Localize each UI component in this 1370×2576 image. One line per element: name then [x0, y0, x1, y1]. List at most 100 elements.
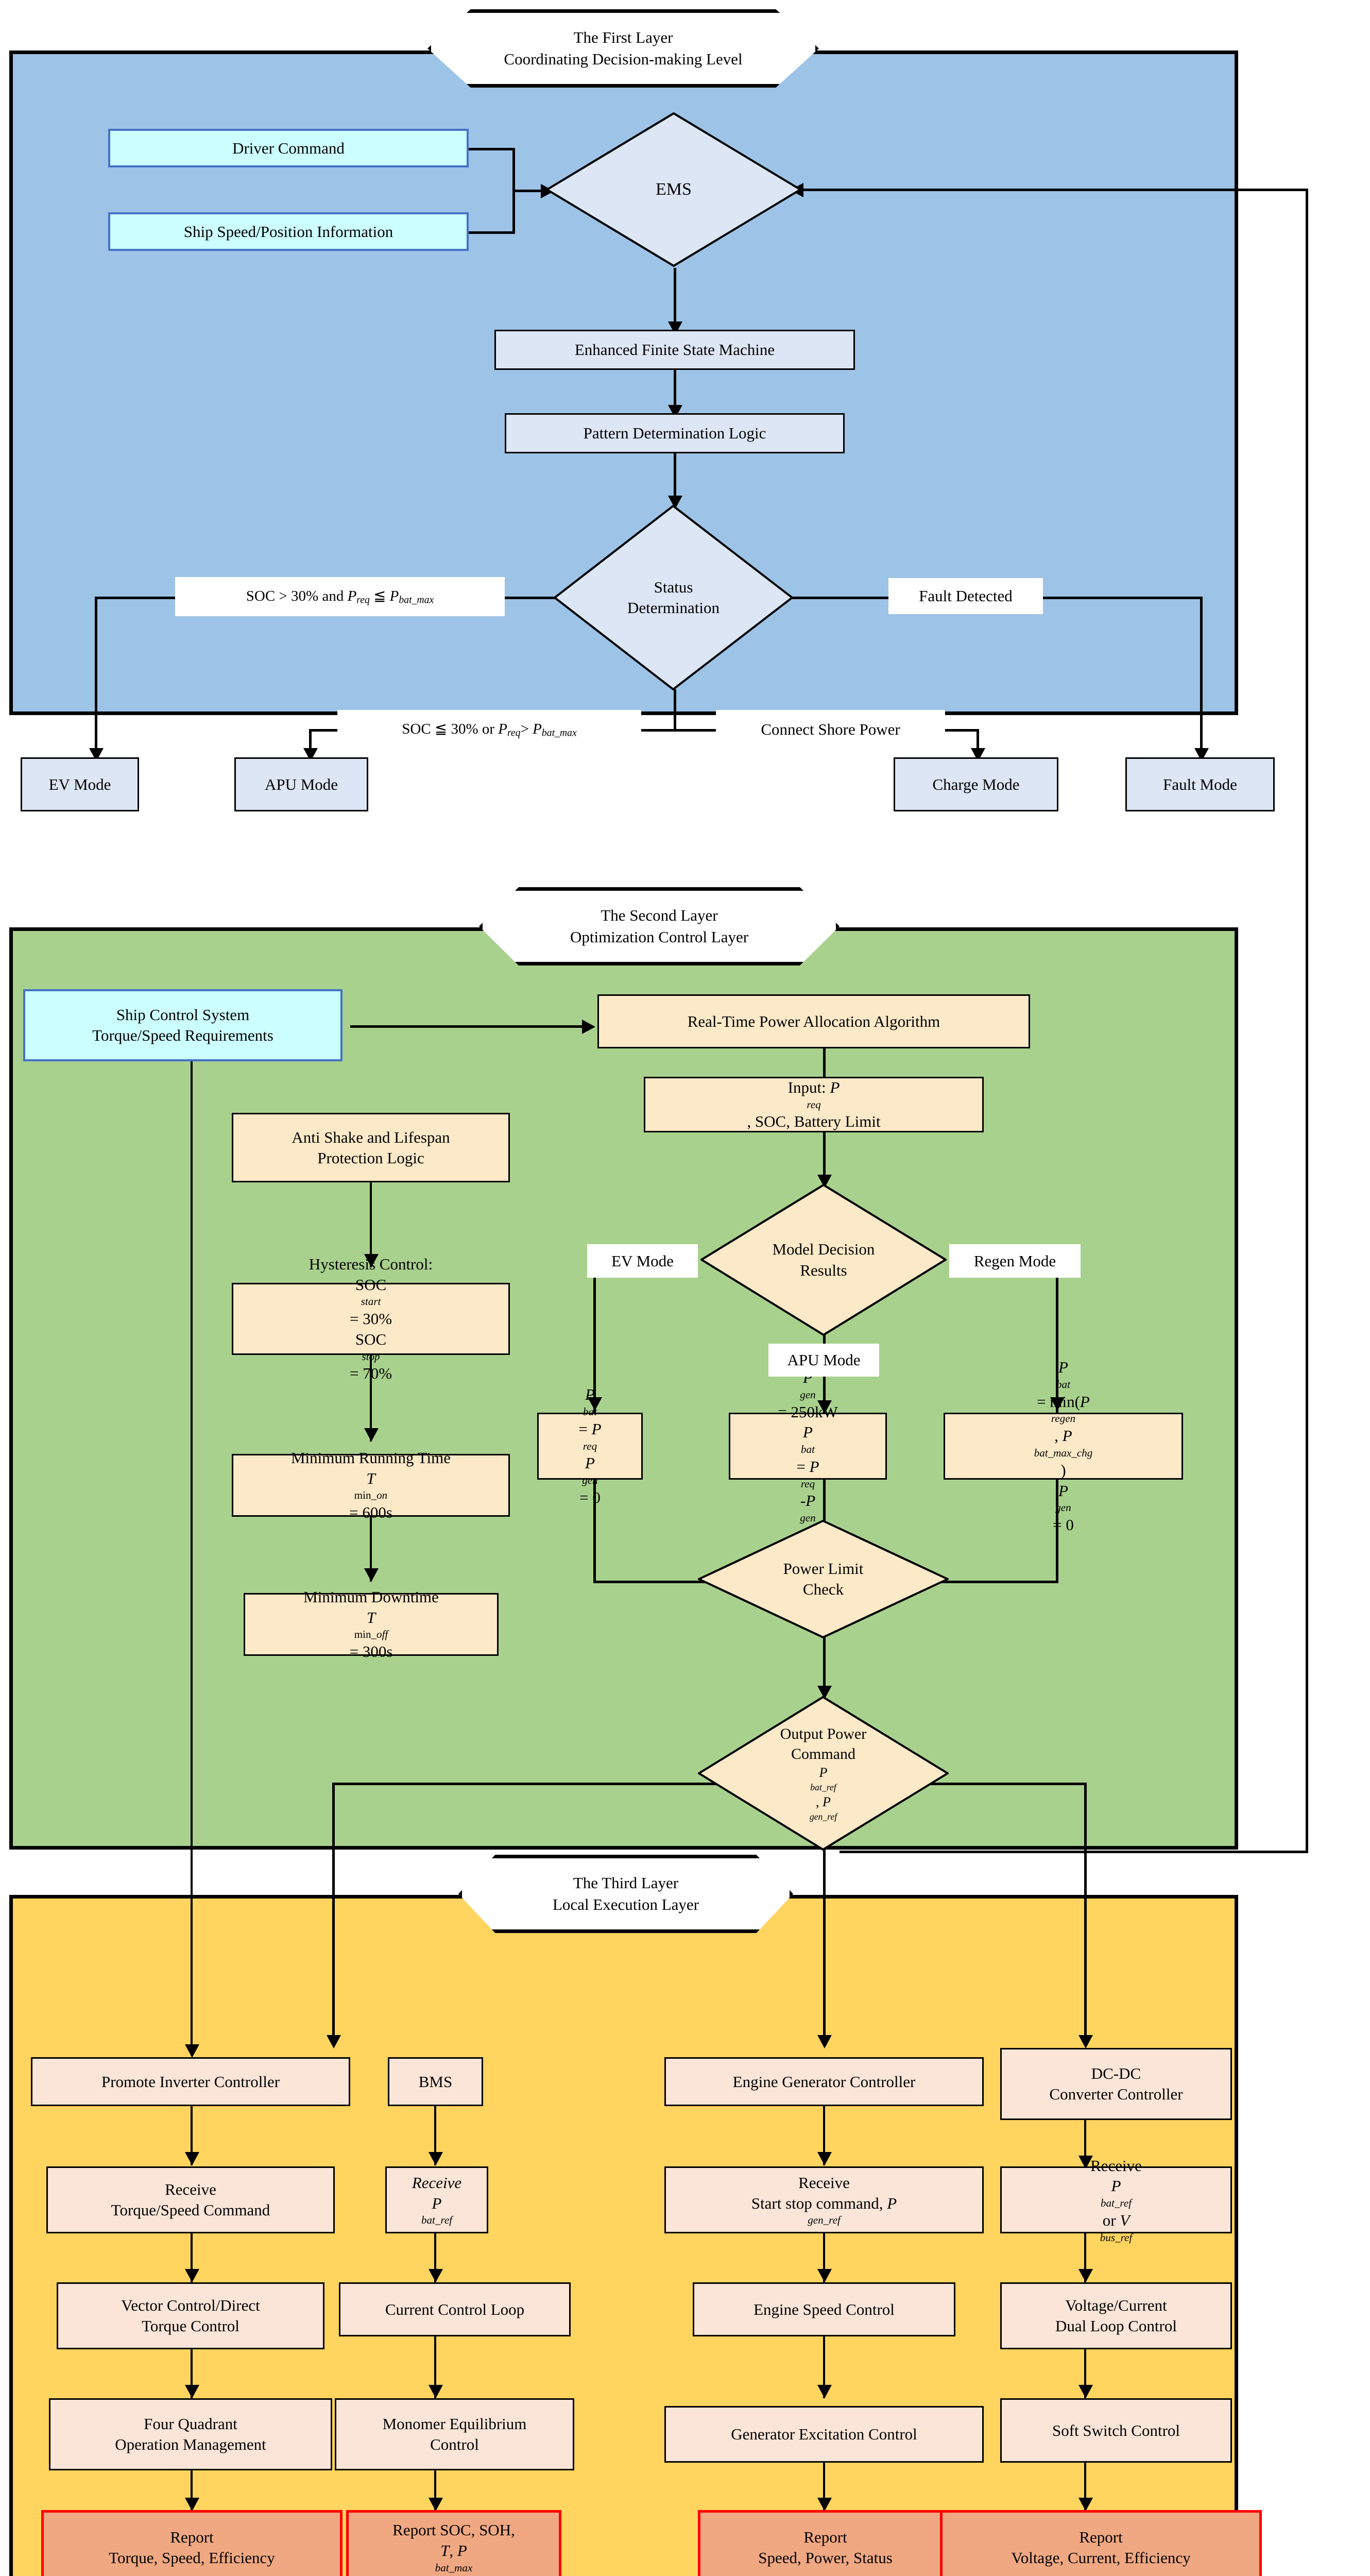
node-voltage-current-dual-loop[interactable]: Voltage/Current Dual Loop Control — [1000, 2282, 1232, 2349]
node-engine-generator-controller[interactable]: Engine Generator Controller — [664, 2057, 984, 2106]
node-report-torque-speed-efficiency[interactable]: Report Torque, Speed, Efficiency — [41, 2510, 342, 2576]
node-report-voltage-current-efficiency[interactable]: Report Voltage, Current, Efficiency — [940, 2510, 1262, 2576]
node-ev-mode[interactable]: EV Mode — [21, 757, 139, 811]
edge-opc-to-engine-gen — [823, 1850, 826, 2044]
node-bms[interactable]: BMS — [388, 2057, 483, 2106]
node-ship-control-system[interactable]: Ship Control System Torque/Speed Require… — [23, 989, 342, 1061]
edge-c1-1 — [191, 2106, 193, 2165]
anti-shake-line2: Protection Logic — [317, 1148, 424, 1167]
model-decision-diamond-shape — [700, 1184, 947, 1336]
node-enhanced-finite-state-machine[interactable]: Enhanced Finite State Machine — [494, 330, 855, 370]
node-ems[interactable]: EMS — [546, 112, 801, 267]
node-receive-torque-speed-command[interactable]: Receive Torque/Speed Command — [46, 2166, 335, 2233]
c4-head-line1: DC-DC — [1091, 2064, 1141, 2083]
arrow-into-bms — [327, 2035, 341, 2048]
node-four-quadrant-operation[interactable]: Four Quadrant Operation Management — [49, 2398, 332, 2470]
edge-feedback-from-opc — [840, 1851, 1308, 1853]
arrow-into-ev-formula — [588, 1397, 602, 1411]
node-engine-speed-control[interactable]: Engine Speed Control — [693, 2282, 955, 2336]
node-status-determination[interactable]: Status Determination — [554, 505, 793, 690]
arrow-c1-1 — [185, 2152, 199, 2165]
edge-efsm-to-pattern — [674, 370, 676, 412]
node-ship-speed-position[interactable]: Ship Speed/Position Information — [108, 212, 469, 251]
node-monomer-equilibrium-control[interactable]: Monomer Equilibrium Control — [335, 2398, 574, 2470]
c1-report-line2: Torque, Speed, Efficiency — [109, 2548, 275, 2567]
chip-soc-le30: SOC ≦ 30% or Preq> Pbat_max — [337, 710, 641, 749]
edge-feedback-into-ems — [803, 189, 1308, 191]
c2-report-line1: Report SOC, SOH, — [392, 2521, 515, 2539]
min-down-title: Minimum Downtime — [303, 1588, 439, 1606]
c3-step2-line1: Receive — [798, 2173, 850, 2192]
c2-step3-line1: Current Control Loop — [385, 2300, 525, 2318]
edge-c3-3 — [823, 2336, 825, 2398]
ev-branch-label: EV Mode — [611, 1251, 674, 1270]
node-driver-command[interactable]: Driver Command — [108, 129, 469, 167]
chip-regen-mode-branch: Regen Mode — [949, 1244, 1081, 1278]
edge-status-bottom — [674, 689, 676, 731]
node-apu-mode[interactable]: APU Mode — [234, 757, 368, 811]
edge-apu-down — [309, 729, 312, 757]
edge-shipctrl-to-rtpaa — [350, 1025, 585, 1028]
edge-ev-branch-down — [593, 1265, 596, 1414]
node-realtime-power-allocation[interactable]: Real-Time Power Allocation Algorithm — [597, 994, 1030, 1048]
c1-report-line1: Report — [170, 2528, 214, 2546]
node-vector-control-direct-torque[interactable]: Vector Control/Direct Torque Control — [57, 2282, 324, 2349]
layer-3-panel — [9, 1895, 1238, 2576]
node-current-control-loop[interactable]: Current Control Loop — [339, 2282, 571, 2336]
node-promote-inverter-controller[interactable]: Promote Inverter Controller — [31, 2057, 350, 2106]
node-fault-mode[interactable]: Fault Mode — [1125, 757, 1275, 811]
c4-step3-line2: Dual Loop Control — [1055, 2317, 1177, 2335]
node-charge-mode[interactable]: Charge Mode — [894, 757, 1058, 811]
edge-hyst-to-minrun — [370, 1354, 372, 1442]
arrow-c1-4 — [185, 2498, 199, 2511]
connect-shore-label: Connect Shore Power — [761, 720, 900, 738]
inverter-head: Promote Inverter Controller — [101, 2072, 280, 2091]
c1-step4-line1: Four Quadrant — [144, 2415, 237, 2433]
node-pattern-determination-logic[interactable]: Pattern Determination Logic — [505, 413, 845, 453]
edge-c2-3 — [434, 2336, 436, 2398]
node-anti-shake-protection[interactable]: Anti Shake and Lifespan Protection Logic — [232, 1113, 510, 1182]
arrow-c2-4 — [429, 2498, 443, 2511]
edge-ev-formula-down — [593, 1480, 596, 1583]
c4-report-line2: Voltage, Current, Efficiency — [1011, 2548, 1191, 2567]
node-report-speed-power-status[interactable]: Report Speed, Power, Status — [698, 2510, 953, 2576]
edge-driver-to-junction — [469, 148, 515, 150]
edge-feedback-rail-vertical — [1306, 189, 1308, 1853]
edge-c1-4 — [191, 2470, 193, 2512]
fault-detected-label: Fault Detected — [919, 587, 1013, 605]
node-power-limit-check[interactable]: Power Limit Check — [698, 1520, 949, 1638]
arrow-into-regen-formula — [1050, 1397, 1065, 1411]
node-soft-switch-control[interactable]: Soft Switch Control — [1000, 2398, 1232, 2463]
node-generator-excitation-control[interactable]: Generator Excitation Control — [664, 2406, 984, 2463]
node-model-decision-results[interactable]: Model Decision Results — [700, 1184, 947, 1336]
chip-apu-mode-branch: APU Mode — [768, 1344, 879, 1377]
edge-opc-right-rail — [798, 1783, 1087, 1785]
arrow-c3-4 — [817, 2498, 832, 2511]
node-dcdc-converter-controller[interactable]: DC-DC Converter Controller — [1000, 2048, 1232, 2120]
layer-2-banner: The Second Layer Optimization Control La… — [479, 887, 840, 965]
c4-step2-line1: Receive — [1090, 2156, 1142, 2175]
bms-head: BMS — [418, 2072, 453, 2091]
edge-junction-to-ems — [512, 190, 543, 192]
edge-minrun-to-mindown — [370, 1494, 372, 1582]
edge-shipspeed-to-junction — [469, 231, 515, 234]
ems-diamond-shape — [546, 112, 801, 267]
edge-regen-formula-left — [922, 1581, 1058, 1583]
arrow-into-min-running — [364, 1428, 379, 1442]
edge-c1-2 — [191, 2233, 193, 2282]
c2-step4-line1: Monomer Equilibrium — [382, 2415, 527, 2433]
edge-c2-1 — [434, 2106, 436, 2165]
